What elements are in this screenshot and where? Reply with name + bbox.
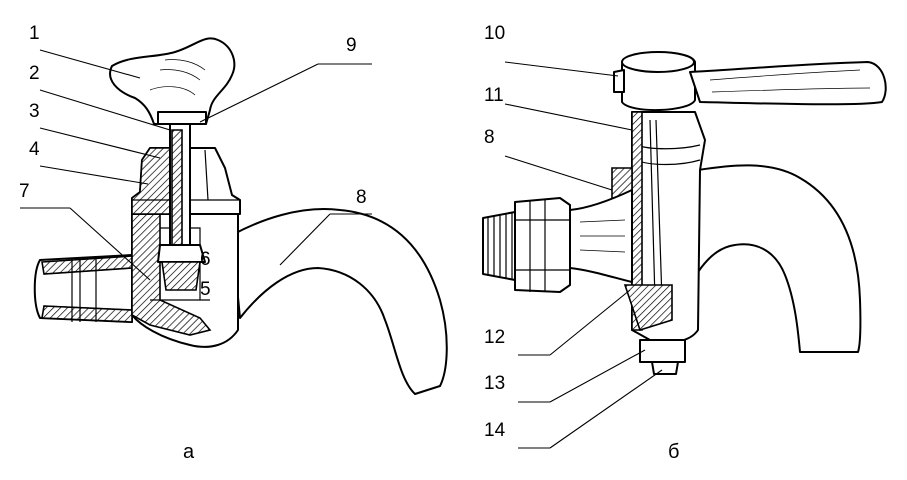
label-a-3: 3 [29,101,40,122]
label-b-14: 14 [484,420,506,441]
label-a-1: 1 [29,23,40,44]
faucet-b-leaders [504,61,663,449]
faucet-b-thread [482,211,516,281]
faucet-b-screw [651,361,679,375]
label-a-4: 4 [29,139,40,160]
faucet-a-valve-disc [157,244,206,263]
label-b-11: 11 [484,85,504,106]
faucet-a-drawing [33,37,448,395]
caption-a: а [183,441,195,463]
faucet-a-leaders [20,49,372,281]
caption-b: б [668,441,679,463]
label-a-6: 6 [200,249,211,270]
faucet-b-washer [623,284,673,331]
label-b-13: 13 [484,373,505,394]
faucet-a-spout [231,208,448,395]
label-a-5: 5 [200,279,211,300]
faucet-a-cutaway [131,211,212,336]
label-b-12: 12 [484,327,505,348]
faucet-a-handle [109,37,236,125]
faucet-b-bottom-nut [639,339,686,363]
faucet-b-spout [697,164,862,353]
faucet-b-handle [689,61,887,106]
faucet-b-drawing [482,51,887,375]
label-a-8: 8 [356,187,367,208]
label-a-9: 9 [346,35,357,56]
faucet-a-gasket [161,261,201,291]
faucet-a-labels: 1 2 3 4 7 9 8 6 5 [19,23,367,300]
faucet-b-plug [649,119,663,301]
faucet-b-labels: 10 11 8 12 13 14 [484,23,506,441]
faucet-b-union-nut [514,197,571,293]
label-a-2: 2 [29,63,40,84]
label-b-8: 8 [484,127,495,148]
label-a-7: 7 [19,181,30,202]
label-b-10: 10 [484,23,505,44]
